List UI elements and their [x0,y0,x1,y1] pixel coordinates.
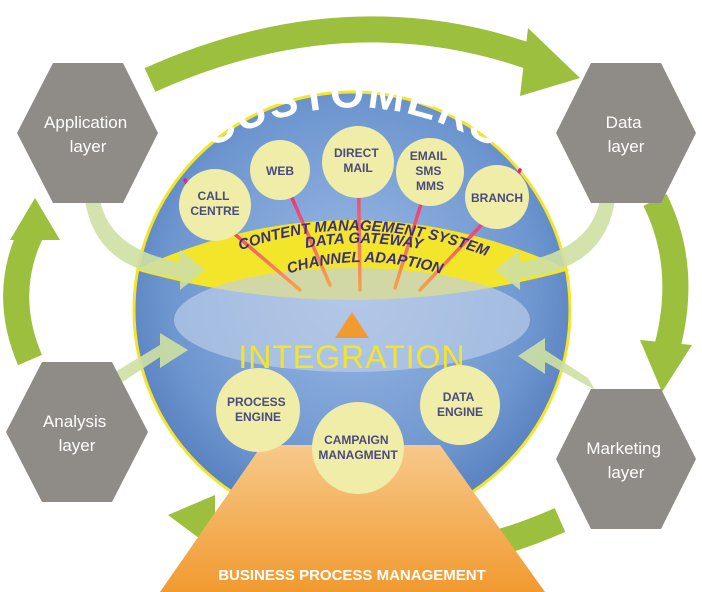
bpm-base [160,445,545,592]
bpm-peak-marker [335,312,369,338]
input-arrow-marketing [518,338,595,390]
cycle-arrow-right [643,194,689,359]
data-layer-hexagon [556,63,696,203]
campaign-management-label: CAMPAIGN MANAGMENT [318,433,398,462]
marketing-layer-hexagon [556,389,696,529]
input-arrow-data [495,200,615,290]
arrowhead-left [10,198,60,240]
cycle-arrowheads [10,28,692,550]
arrowhead-right [640,340,692,392]
channel-branch-circle [465,165,529,229]
arrowhead-top [520,28,580,96]
input-arrow-application [85,200,205,290]
input-arrow-analysis [110,333,188,385]
data-engine-circle [420,365,500,445]
layer-hexagons [6,63,696,529]
channel-direct-mail-circle [322,126,394,198]
process-engine-circle [216,368,300,452]
marketing-layer-label: Marketing layer [586,439,665,482]
engine-circles [216,365,500,494]
channel-circles [179,126,529,241]
integration-label: INTEGRATION [238,339,465,375]
process-engine-label: PROCESS ENGINE [227,395,289,424]
analysis-layer-label: Analysis layer [43,412,111,455]
channel-branch-label: BRANCH [471,191,523,205]
bpm-label: BUSINESS PROCESS MANAGEMENT [218,567,486,584]
application-layer-hexagon [17,63,158,203]
layer-input-arrows [85,200,615,390]
channel-email-label: EMAIL SMS MMS [410,149,450,193]
cycle-arrow-left [3,218,47,366]
cms-line-2: DATA GATEWAY [304,230,427,254]
channel-call-centre-circle [179,169,251,241]
channel-web-label: WEB [266,164,294,178]
data-layer-label: Data layer [606,113,647,156]
channel-email-circle [396,138,464,206]
campaign-management-circle [312,402,404,494]
analysis-layer-hexagon [6,362,148,502]
application-layer-label: Application layer [44,113,132,156]
channel-web-circle [250,140,310,200]
channel-direct-mail-label: DIRECT MAIL [334,146,382,175]
cycle-arrow-top [144,16,545,92]
data-engine-label: DATA ENGINE [437,390,483,419]
channel-call-centre-label: CALL CENTRE [190,189,239,218]
